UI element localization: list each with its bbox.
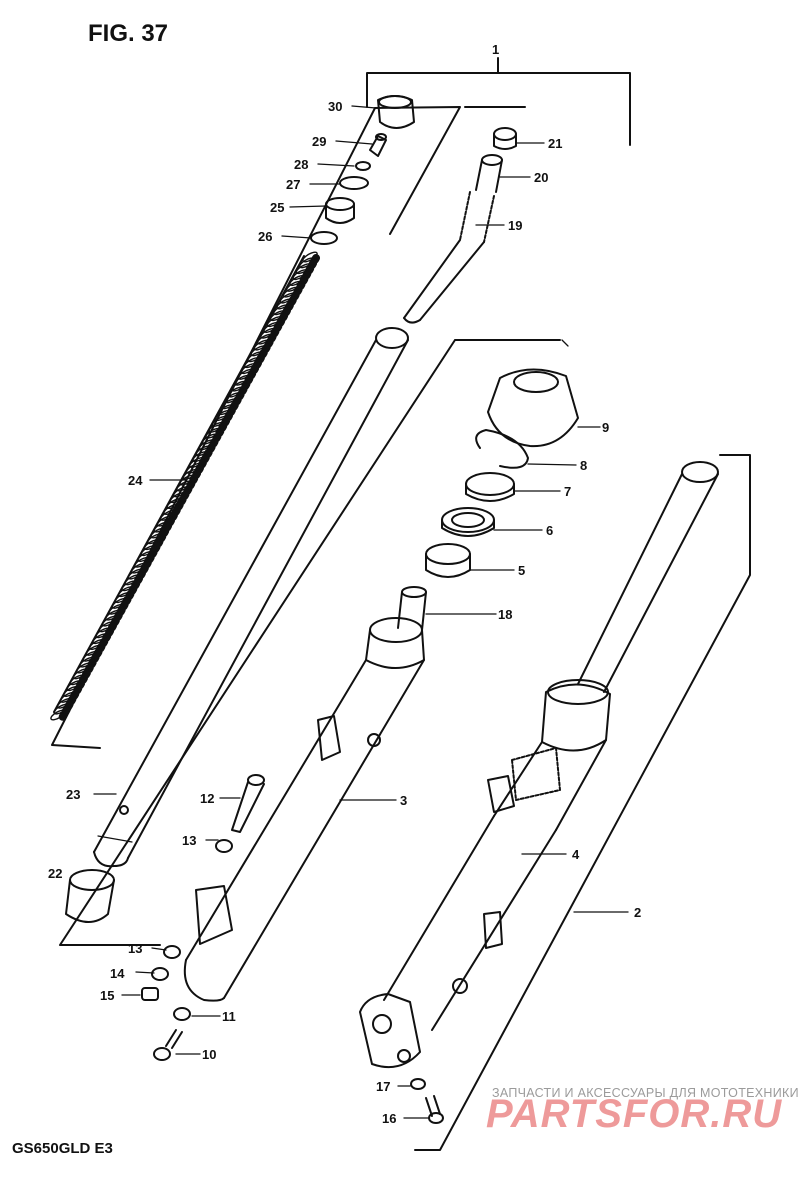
part-label-19: 19 [508, 218, 522, 233]
part-label-14: 14 [110, 966, 125, 981]
part-label-2: 2 [634, 905, 641, 920]
spacer-25 [325, 197, 355, 224]
bolt-12 [231, 774, 265, 833]
leader-lines [93, 105, 629, 1119]
part-label-1: 1 [492, 42, 499, 57]
washer-17 [410, 1078, 426, 1090]
part-label-18: 18 [498, 607, 512, 622]
part-label-9: 9 [602, 420, 609, 435]
part-label-30: 30 [328, 99, 342, 114]
part-label-13-upper: 13 [182, 833, 196, 848]
oil-seal-6 [441, 507, 495, 537]
bush-5 [425, 543, 471, 578]
outer-tube-4 [359, 679, 611, 1068]
part-label-12: 12 [200, 791, 214, 806]
part-label-3: 3 [400, 793, 407, 808]
part-label-8: 8 [580, 458, 587, 473]
washer-7 [465, 472, 515, 502]
inner-tube-2 [577, 461, 719, 693]
washer-11 [173, 1007, 191, 1021]
part-label-26: 26 [258, 229, 272, 244]
nut-15 [141, 987, 159, 1001]
frame-mid-left [59, 339, 561, 946]
bolt-16 [425, 1095, 444, 1124]
inner-tube-23 [93, 327, 409, 868]
part-label-27: 27 [286, 177, 300, 192]
part-label-28: 28 [294, 157, 308, 172]
part-label-11: 11 [222, 1009, 236, 1024]
part-label-10: 10 [202, 1047, 216, 1062]
circlip-8 [475, 429, 529, 469]
bush-22 [65, 869, 115, 923]
watermark-logo: PARTSFOR.RU [486, 1092, 783, 1136]
part-label-29: 29 [312, 134, 326, 149]
cylinder-18 [397, 586, 427, 631]
bolt-29 [369, 133, 387, 157]
part-label-20: 20 [534, 170, 548, 185]
ring-27 [339, 176, 369, 190]
outer-tube-3 [183, 617, 425, 1002]
figure-title: FIG. 37 [88, 20, 169, 47]
bolt-10 [153, 1029, 183, 1061]
cap-30 [377, 95, 415, 129]
part-label-7: 7 [564, 484, 571, 499]
oring-28 [355, 161, 371, 171]
washer-13-upper [215, 839, 233, 853]
spring-coils [50, 251, 318, 721]
part-label-4: 4 [572, 847, 580, 862]
part-label-5: 5 [518, 563, 525, 578]
part-label-24: 24 [128, 473, 143, 488]
part-label-16: 16 [382, 1111, 396, 1126]
assembly-bracket-1 [366, 72, 631, 146]
collar-20 [475, 154, 503, 193]
washer-13-lower [163, 945, 181, 959]
part-label-6: 6 [546, 523, 553, 538]
damper-rod-19 [403, 191, 495, 324]
nut-21 [493, 127, 517, 150]
part-label-17: 17 [376, 1079, 390, 1094]
frame-right-tube [414, 454, 751, 1151]
watermark-caption: ЗАПЧАСТИ И АКСЕССУАРЫ ДЛЯ МОТОТЕХНИКИ [492, 1086, 799, 1100]
part-label-13-lower: 13 [128, 941, 142, 956]
part-label-15: 15 [100, 988, 114, 1003]
part-label-23: 23 [66, 787, 80, 802]
part-label-22: 22 [48, 866, 62, 881]
part-label-25: 25 [270, 200, 284, 215]
part-label-21: 21 [548, 136, 562, 151]
washer-26 [310, 231, 338, 245]
model-code: GS650GLD E3 [12, 1140, 113, 1157]
gasket-14 [151, 967, 169, 981]
spring-coil [50, 709, 66, 721]
